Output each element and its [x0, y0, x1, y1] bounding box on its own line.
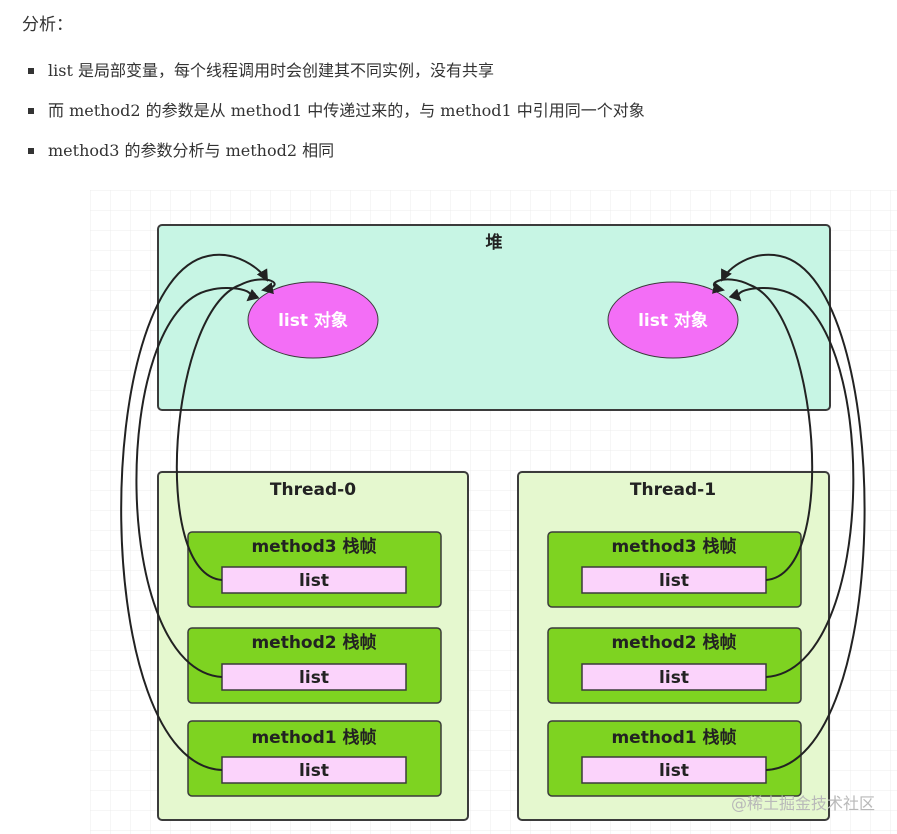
local-variable-box [221, 566, 407, 594]
stack-frame-label: method1 栈帧 [251, 727, 376, 748]
heap-object-ellipse [607, 281, 739, 359]
stack-frame-label: method2 栈帧 [611, 632, 736, 653]
stack-frame-label: method2 栈帧 [251, 632, 376, 653]
bullet-text: 而 method2 的参数是从 method1 中传递过来的，与 method1… [48, 101, 645, 120]
local-variable-box [221, 663, 407, 691]
reference-arrow [135, 287, 260, 678]
heap-object-label: list 对象 [278, 310, 348, 331]
stack-frame-label: method1 栈帧 [611, 727, 736, 748]
bullet-item: 而 method2 的参数是从 method1 中传递过来的，与 method1… [28, 98, 645, 138]
local-variable-label: list [659, 571, 689, 591]
bullet-text: list 是局部变量，每个线程调用时会创建其不同实例，没有共享 [48, 61, 494, 80]
local-variable-label: list [659, 761, 689, 781]
reference-arrow [120, 253, 269, 771]
watermark: @稀土掘金技术社区 [730, 794, 875, 813]
local-variable-label: list [299, 571, 329, 591]
stack-frame-label: method3 栈帧 [251, 536, 376, 557]
analysis-heading: 分析： [22, 15, 73, 35]
reference-arrow [721, 253, 866, 771]
heap-object-label: list 对象 [638, 310, 708, 331]
bullet-item: list 是局部变量，每个线程调用时会创建其不同实例，没有共享 [28, 58, 645, 98]
thread-label: Thread-1 [630, 480, 716, 500]
bullet-square-icon [28, 148, 34, 154]
diagram-canvas: 堆 list 对象 list 对象 Thread-0 method3 栈帧 li… [90, 190, 897, 834]
local-variable-label: list [299, 668, 329, 688]
bullet-square-icon [28, 108, 34, 114]
local-variable-box [221, 756, 407, 784]
heap-object-ellipse [247, 281, 379, 359]
stack-frame-label: method3 栈帧 [611, 536, 736, 557]
thread-label: Thread-0 [270, 480, 356, 500]
heap-box [157, 224, 831, 411]
local-variable-box [581, 663, 767, 691]
bullet-square-icon [28, 68, 34, 74]
memory-diagram: 堆 list 对象 list 对象 Thread-0 method3 栈帧 li… [90, 190, 897, 834]
local-variable-label: list [659, 668, 689, 688]
reference-arrow [711, 278, 814, 581]
bullet-text: method3 的参数分析与 method2 相同 [48, 141, 335, 160]
local-variable-label: list [299, 761, 329, 781]
bullet-item: method3 的参数分析与 method2 相同 [28, 138, 645, 178]
bullet-list: list 是局部变量，每个线程调用时会创建其不同实例，没有共享 而 method… [28, 58, 645, 178]
reference-arrow [728, 287, 855, 678]
heap-label: 堆 [486, 232, 503, 253]
local-variable-box [581, 566, 767, 594]
reference-arrow [175, 278, 276, 581]
